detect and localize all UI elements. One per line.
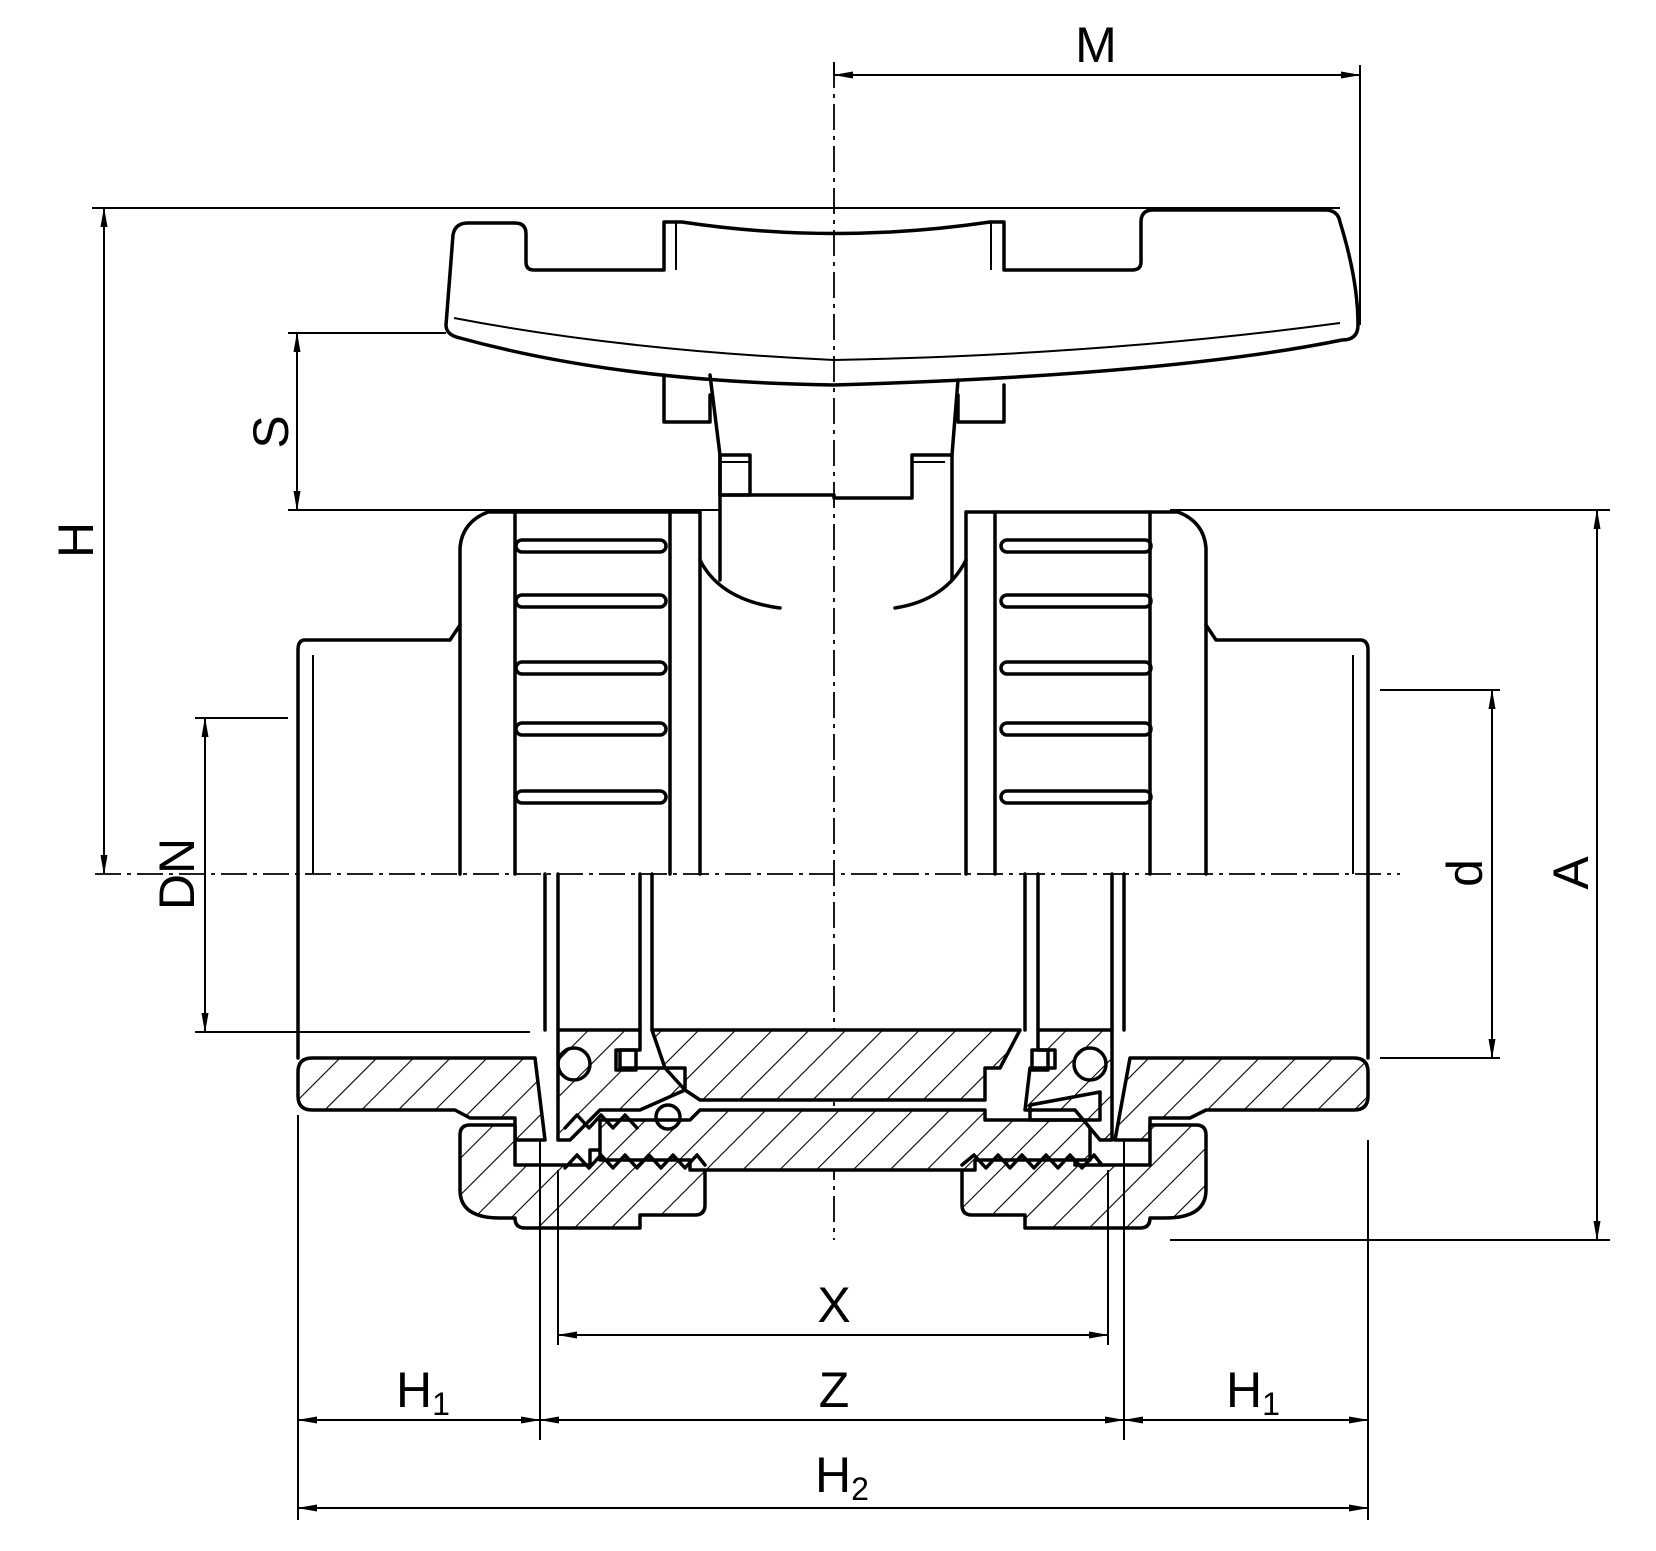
left-thread xyxy=(563,1153,707,1170)
ball-section xyxy=(650,1028,1022,1102)
left-socket-section xyxy=(296,1056,547,1142)
dimension-lines xyxy=(100,71,1601,1512)
label-M: M xyxy=(1075,17,1117,73)
valve-body-exterior xyxy=(296,510,1370,876)
label-DN: DN xyxy=(149,838,205,910)
label-H2: H2 xyxy=(815,1447,869,1507)
left-o-ring xyxy=(556,1046,592,1082)
ball-o-ring xyxy=(654,1103,682,1131)
right-thread xyxy=(960,1153,1104,1170)
valve-section-view xyxy=(296,872,1370,1230)
right-socket-section xyxy=(1113,1056,1370,1142)
right-seat-carrier xyxy=(1023,1028,1114,1142)
label-H: H xyxy=(48,522,104,558)
label-X: X xyxy=(817,1277,850,1333)
extension-lines xyxy=(92,62,1610,1520)
label-H1-right: H1 xyxy=(1226,1362,1280,1422)
nut-grip-ribs xyxy=(514,538,1153,805)
dimension-labels: M H S DN d A X Z H1 H1 H2 xyxy=(48,17,1599,1507)
right-o-ring xyxy=(1072,1046,1108,1082)
valve-handle xyxy=(444,208,1360,582)
label-Z: Z xyxy=(819,1362,850,1418)
label-A: A xyxy=(1543,856,1599,890)
label-H1-left: H1 xyxy=(396,1362,450,1422)
label-d: d xyxy=(1437,859,1493,887)
label-S: S xyxy=(243,415,299,448)
ball-lower-section xyxy=(598,1108,1092,1172)
